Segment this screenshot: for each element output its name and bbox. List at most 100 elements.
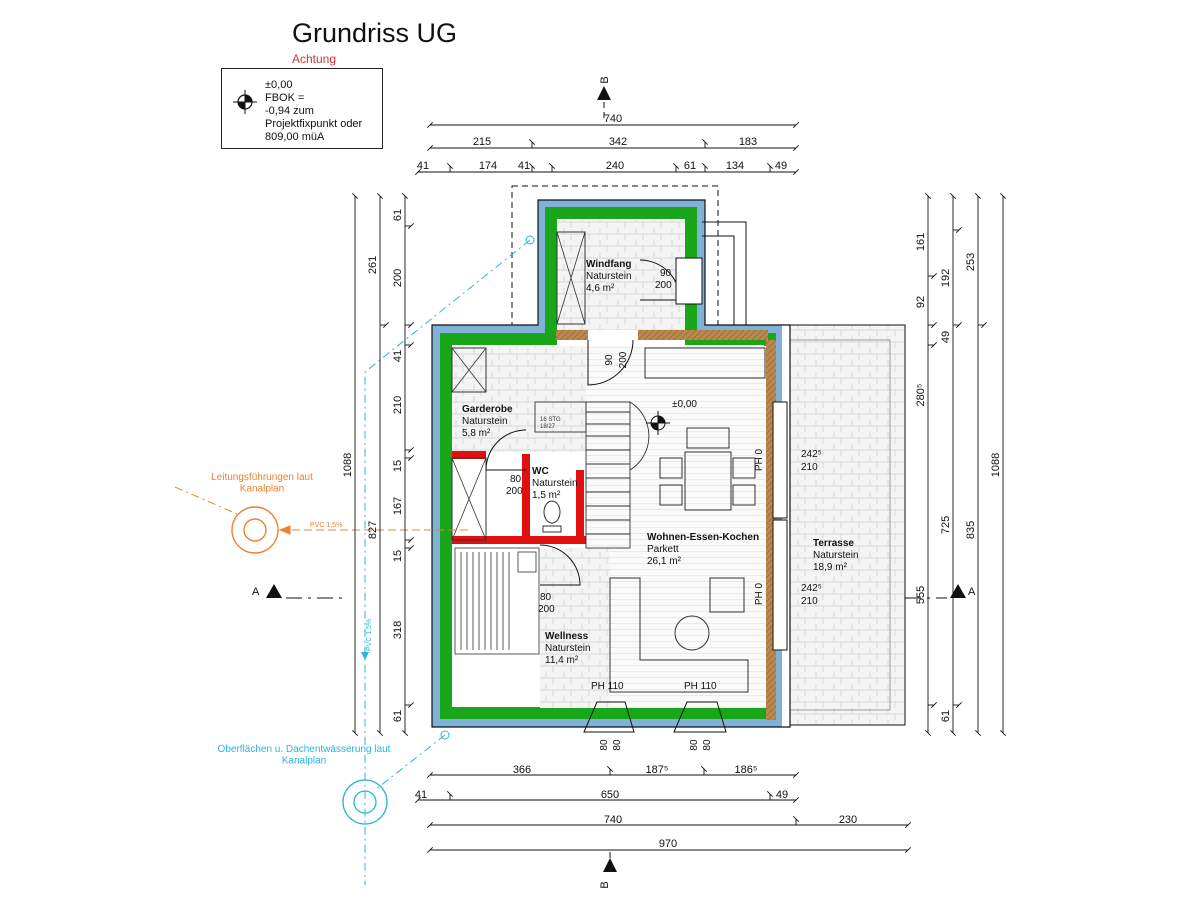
bottom-window-2-ph: PH 110: [684, 681, 717, 692]
dim-right-total: 1088: [990, 453, 1002, 477]
dim-top-3g: 49: [775, 160, 787, 172]
dim-top-3c: 41: [518, 160, 530, 172]
dim-bot-3a: 740: [604, 814, 622, 826]
dim-right-3b: 192: [940, 269, 952, 287]
door-3-height: 200: [506, 486, 523, 497]
dim-right-3c: 92: [915, 296, 927, 308]
dim-left-3h: 318: [392, 621, 404, 639]
room-name-terrasse: Terrasse: [813, 538, 854, 549]
dim-right-3g: 555: [915, 586, 927, 604]
dim-lines-bottom: [414, 765, 912, 854]
dim-left-3e: 15: [392, 460, 404, 472]
warning-label: Achtung: [292, 52, 337, 66]
dim-bot-2c: 49: [776, 789, 788, 801]
dim-top-3e: 61: [684, 160, 696, 172]
room-name-wohnen: Wohnen-Essen-Kochen: [647, 532, 759, 543]
bottom-window-2-w: 80: [689, 739, 700, 751]
door-4-height: 200: [538, 604, 555, 615]
dim-left-2a: 261: [367, 256, 379, 274]
dim-top-3a: 41: [417, 160, 429, 172]
legend-text: ±0,00 FBOK = -0,94 zum Projektfixpunkt o…: [265, 79, 363, 143]
drainage-pipe: [342, 235, 535, 885]
dim-top-3f: 134: [726, 160, 744, 172]
pvc-label-horizontal: PVC 1,5%: [310, 522, 342, 529]
dim-bot-1c: 186⁵: [735, 764, 758, 776]
dim-left-3g: 15: [392, 550, 404, 562]
room-name-wellness: Wellness: [545, 631, 589, 642]
window-1-width: 242⁵: [801, 449, 822, 460]
room-area-wellness: 11,4 m²: [545, 655, 579, 666]
dim-top-3b: 174: [479, 160, 497, 172]
window-1-height: 210: [801, 462, 818, 473]
room-material-garderobe: Naturstein: [462, 416, 508, 427]
dim-left-2b: 827: [367, 521, 379, 539]
level-mark-label: ±0,00: [672, 399, 697, 410]
dim-bot-4: 970: [659, 838, 677, 850]
room-area-garderobe: 5,8 m²: [462, 428, 491, 439]
living-floor: [586, 346, 766, 708]
room-material-windfang: Naturstein: [586, 271, 632, 282]
door-2-width: 90: [660, 268, 672, 279]
dim-bot-3b: 230: [839, 814, 857, 826]
room-material-terrasse: Naturstein: [813, 550, 859, 561]
dim-left-total: 1088: [342, 453, 354, 477]
pvc-label-vertical: PVC 1,5%: [366, 619, 373, 651]
dim-top-2c: 183: [739, 136, 757, 148]
dim-left-3d: 210: [392, 396, 404, 414]
dim-right-3h: 61: [940, 710, 952, 722]
dim-bot-1a: 366: [513, 764, 531, 776]
door-1-height: 200: [618, 351, 629, 368]
dim-left-3c: 41: [392, 350, 404, 362]
wc-walls: [452, 451, 586, 544]
dim-top-2b: 342: [609, 136, 627, 148]
window-2-ph: PH 0: [754, 582, 765, 605]
room-name-wc: WC: [532, 466, 549, 477]
section-b-top: B: [599, 76, 611, 83]
dim-right-3e: 280⁵: [915, 384, 927, 407]
dim-top-total: 740: [604, 113, 622, 125]
level-legend-box: ±0,00 FBOK = -0,94 zum Projektfixpunkt o…: [221, 68, 383, 149]
dim-left-3f: 167: [392, 497, 404, 515]
section-b-bottom: B: [599, 881, 611, 888]
dim-left-3i: 61: [392, 710, 404, 722]
kitchen-counter: [644, 347, 766, 379]
dim-right-2a: 253: [965, 253, 977, 271]
dim-bot-2a: 41: [415, 789, 427, 801]
bottom-window-2-h: 80: [702, 739, 713, 751]
roof-overhang-outline: [511, 185, 719, 327]
section-a-right: A: [968, 586, 976, 598]
wellness-floor: [540, 548, 610, 708]
bottom-window-1-w: 80: [599, 739, 610, 751]
window-2-height: 210: [801, 596, 818, 607]
room-area-wc: 1,5 m²: [532, 490, 561, 501]
wood-wall-east: [766, 340, 776, 720]
dim-left-3b: 200: [392, 269, 404, 287]
dining-table: [684, 451, 732, 511]
dim-lines-left: [351, 192, 415, 737]
drawing-title: Grundriss UG: [292, 18, 458, 48]
sewer-pipe: [174, 486, 470, 554]
window-2-width: 242⁵: [801, 583, 822, 594]
room-area-terrasse: 18,9 m²: [813, 562, 848, 573]
terrace-area: [789, 324, 906, 726]
dim-left-3a: 61: [392, 209, 404, 221]
room-material-wc: Naturstein: [532, 478, 578, 489]
sofa: [609, 577, 749, 693]
room-area-windfang: 4,6 m²: [586, 283, 615, 294]
sauna: [454, 547, 540, 655]
dim-bot-1b: 187⁵: [646, 764, 669, 776]
dim-right-2b: 835: [965, 521, 977, 539]
dim-right-3a: 161: [915, 233, 927, 251]
room-name-windfang: Windfang: [586, 259, 631, 270]
dim-lines-top: [414, 121, 800, 176]
section-line-b: [597, 86, 617, 872]
bottom-window-1-ph: PH 110: [591, 681, 624, 692]
room-material-wellness: Naturstein: [545, 643, 591, 654]
bottom-window-1-h: 80: [612, 739, 623, 751]
dim-right-3f: 725: [940, 516, 952, 534]
room-material-wohnen: Parkett: [647, 544, 679, 555]
dim-bot-2b: 650: [601, 789, 619, 801]
